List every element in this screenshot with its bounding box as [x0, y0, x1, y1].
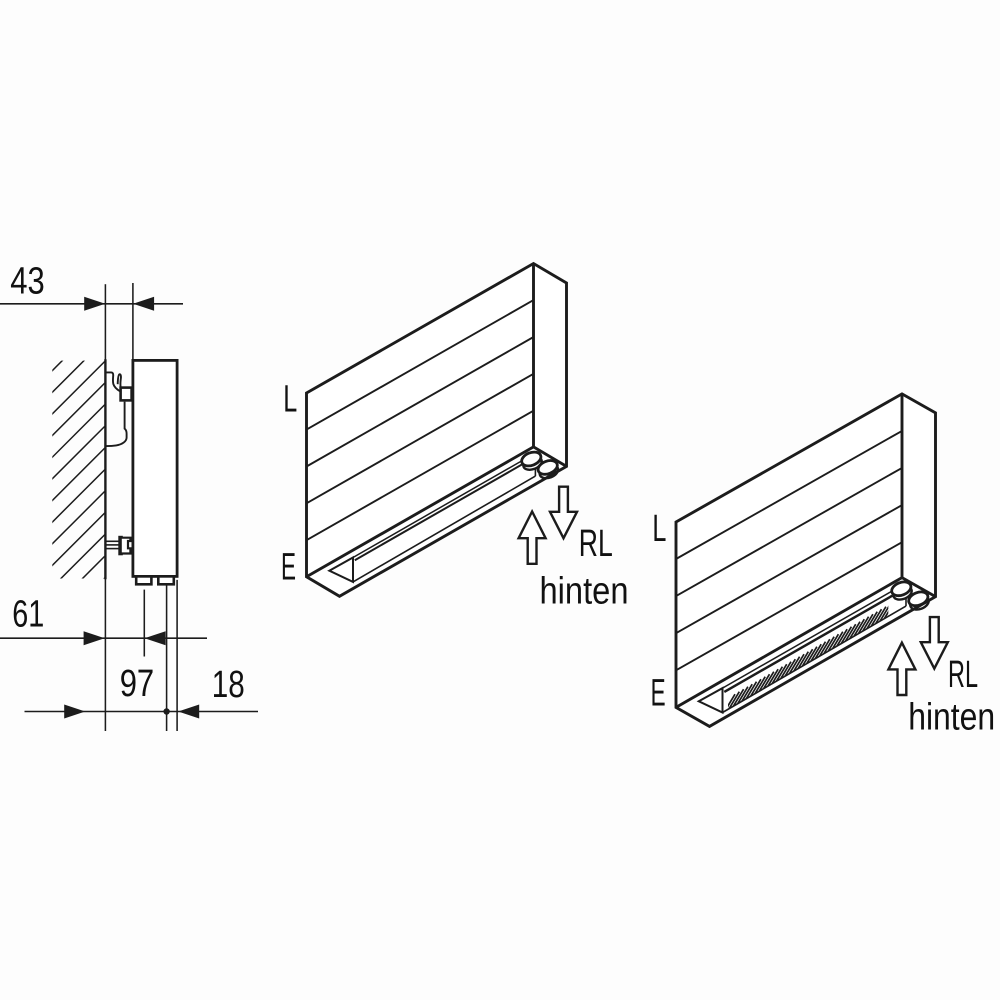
svg-text:RL: RL: [948, 654, 978, 696]
svg-text:61: 61: [12, 594, 44, 636]
svg-text:97: 97: [120, 663, 155, 705]
svg-text:hinten: hinten: [908, 697, 995, 739]
svg-text:43: 43: [10, 261, 45, 303]
svg-text:L: L: [283, 378, 297, 420]
svg-text:E: E: [281, 547, 296, 589]
svg-text:18: 18: [212, 664, 245, 706]
svg-text:RL: RL: [579, 523, 613, 565]
svg-text:hinten: hinten: [540, 570, 629, 612]
svg-text:L: L: [652, 508, 666, 550]
svg-text:E: E: [651, 673, 666, 715]
